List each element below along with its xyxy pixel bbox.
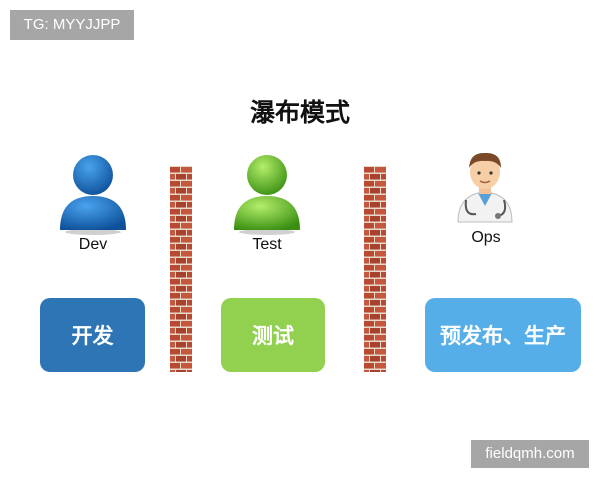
brick-wall-right — [364, 166, 386, 372]
role-label-test: Test — [252, 236, 282, 253]
diagram-title: 瀑布模式 — [249, 98, 350, 127]
role-label-dev: Dev — [78, 236, 108, 253]
test-person-icon — [234, 155, 300, 235]
site-watermark: fieldqmh.com — [471, 440, 589, 468]
stage-box-prod: 预发布、生产 — [425, 298, 581, 372]
stage-box-dev: 开发 — [40, 298, 145, 372]
ops-doctor-icon — [457, 152, 513, 223]
tg-tag-badge: TG: MYYJJPP — [10, 10, 134, 40]
brick-wall-left — [170, 166, 192, 372]
dev-person-icon — [60, 155, 126, 235]
role-label-ops: Ops — [471, 229, 501, 246]
stage-box-test: 测试 — [221, 298, 325, 372]
